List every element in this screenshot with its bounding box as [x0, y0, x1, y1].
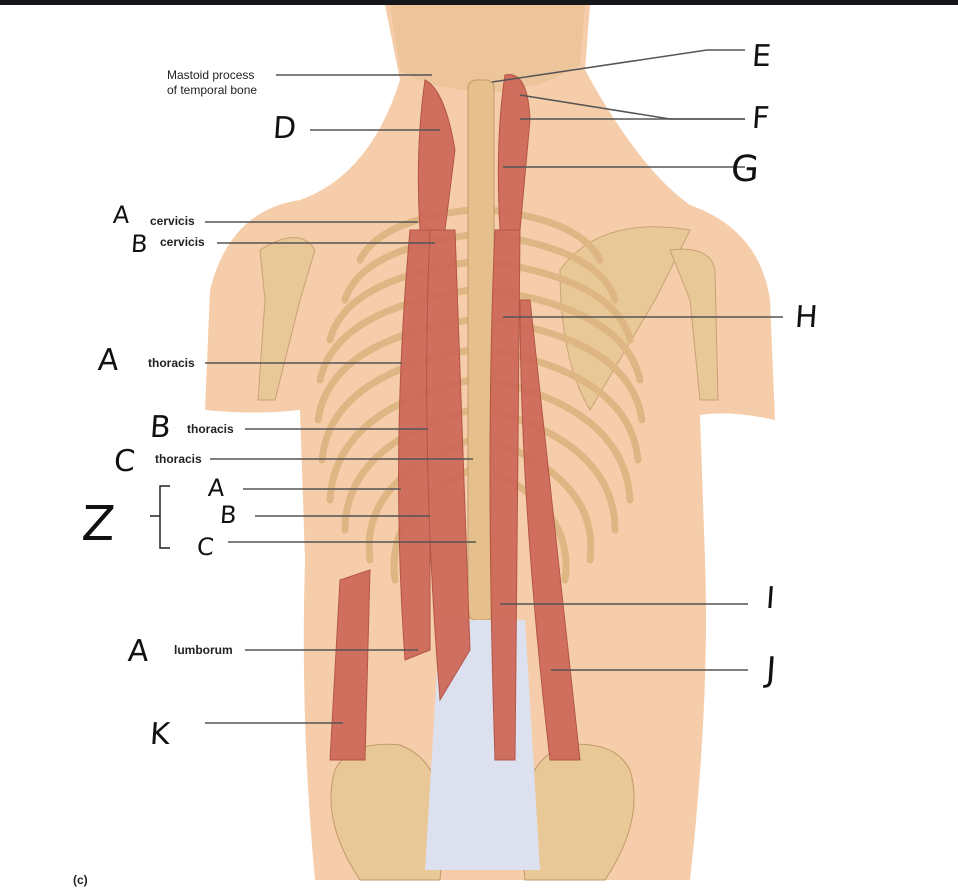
hand-label-A-thoracis: A — [96, 343, 120, 378]
hand-label-G: G — [729, 149, 761, 190]
longissimus-left — [426, 229, 471, 702]
top-window-bar — [0, 0, 958, 5]
mastoid-line-1: Mastoid process — [167, 68, 255, 82]
hand-label-E: E — [750, 39, 773, 74]
iliocostalis-right — [519, 299, 581, 761]
spinalis-right — [489, 229, 521, 761]
hand-label-C-thoracis: C — [112, 444, 137, 479]
mastoid-line-2: of temporal bone — [167, 83, 258, 97]
hand-label-H: H — [793, 300, 819, 335]
iliocostalis-left — [398, 229, 431, 661]
label-mastoid-process: Mastoid process of temporal bone — [167, 68, 257, 98]
label-cervicis-a: cervicis — [150, 214, 195, 228]
hand-label-A-lumborum: A — [126, 634, 150, 669]
quadratus-region-left — [329, 569, 371, 761]
figure-panel-label: (c) — [73, 873, 88, 887]
hand-label-B-thoracis: B — [148, 410, 172, 445]
label-thoracis-a: thoracis — [148, 356, 195, 370]
z-bracket — [150, 485, 170, 549]
hand-label-Z-B: B — [219, 501, 238, 529]
erector-spinae-muscles — [329, 74, 581, 761]
hand-label-Z-A: A — [207, 474, 226, 502]
label-thoracis-c: thoracis — [155, 452, 202, 466]
label-cervicis-b: cervicis — [160, 235, 205, 249]
hand-label-J: J — [764, 650, 778, 690]
label-lumborum: lumborum — [174, 643, 233, 657]
hand-label-F: F — [750, 101, 771, 136]
hand-label-K: K — [148, 717, 171, 752]
label-thoracis-b: thoracis — [187, 422, 234, 436]
hand-label-A-cervicis: A — [112, 201, 131, 229]
hand-label-D: D — [271, 111, 298, 146]
right-humerus — [669, 248, 719, 401]
leader-lines — [205, 49, 783, 724]
neck — [390, 5, 585, 92]
hand-label-Z: Z — [80, 496, 117, 552]
hand-label-Z-C: C — [196, 533, 215, 561]
hand-label-B-cervicis: B — [130, 230, 149, 258]
